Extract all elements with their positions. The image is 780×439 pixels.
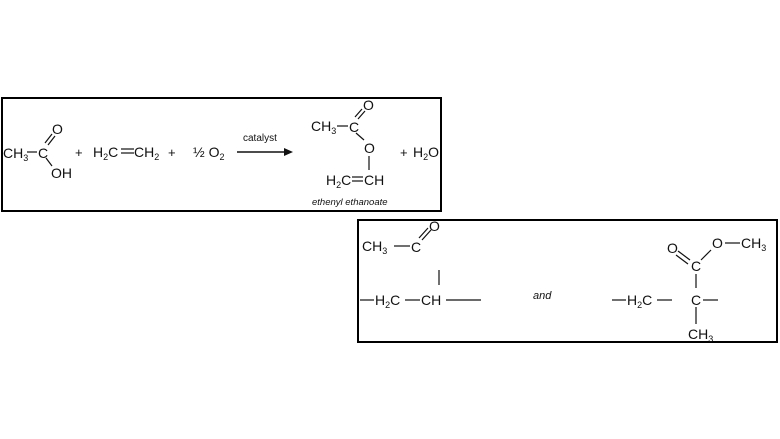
poly-right-bond-c-o [700,249,712,261]
acid-c-label: C [38,145,48,161]
acid-bond-c-oh [45,157,53,167]
product-name: ethenyl ethanoate [312,197,388,208]
ethene-h2c-label: H2C [93,144,118,162]
poly-right-double-bond-1 [677,250,691,261]
poly-right-o-double-label: O [667,240,678,256]
acid-o-label: O [52,121,63,137]
poly-right-ch3-bottom-label: CH3 [688,326,713,344]
ethanoic-acid: CH3 C O OH [3,121,72,181]
product-double-bond-2 [357,110,366,120]
ethenyl-ethanoate: CH3 C O O H2C CH ethenyl ethanoate [311,97,388,208]
poly-ethenyl-ethanoate-unit: CH3 C O H2C CH [360,218,481,310]
poly-left-h2c-label: H2C [375,292,400,310]
and-label: and [533,290,552,302]
polymer-panel [357,219,778,343]
product-h2c-label: H2C [326,172,351,190]
poly-left-c-label: C [411,239,421,255]
poly-right-c-top-label: C [691,258,701,274]
acid-oh-label: OH [51,165,72,181]
poly-right-ch3-top-label: CH3 [741,235,766,253]
poly-right-o-single-label: O [712,235,723,251]
ethene-ch2-label: CH2 [134,144,159,162]
poly-right-h2c-label: H2C [627,292,652,310]
poly-left-double-bond-2 [421,229,432,241]
poly-left-double-bond-1 [418,227,429,239]
plus-sign-3: + [400,145,408,160]
arrow-head [284,148,293,156]
poly-methyl-methacrylate-unit: O C O CH3 H2C C CH3 [612,235,766,344]
plus-sign-2: + [168,145,176,160]
poly-right-c-mid-label: C [691,292,701,308]
product-ch-label: CH [364,172,384,188]
reaction-panel [1,97,442,212]
ethene: H2C CH2 [93,144,159,162]
product-o-single-label: O [364,140,375,156]
plus-sign-1: + [75,145,83,160]
acid-double-bond-2 [47,135,56,146]
poly-left-ch-label: CH [421,292,441,308]
product-ch3-label: CH3 [311,118,336,136]
product-double-bond-1 [354,108,363,118]
catalyst-label: catalyst [243,133,277,144]
acid-ch3-label: CH3 [3,145,28,163]
acid-double-bond-1 [44,133,53,144]
oxygen-label: ½ O2 [193,144,224,162]
product-o-double-label: O [363,97,374,113]
product-c-label: C [349,119,359,135]
poly-right-double-bond-2 [675,254,689,265]
water-label: H2O [413,144,439,162]
reaction-arrow: catalyst [237,133,293,156]
poly-left-ch3-label: CH3 [362,238,387,256]
product-bond-c-o [355,132,365,141]
poly-left-o-label: O [429,218,440,234]
